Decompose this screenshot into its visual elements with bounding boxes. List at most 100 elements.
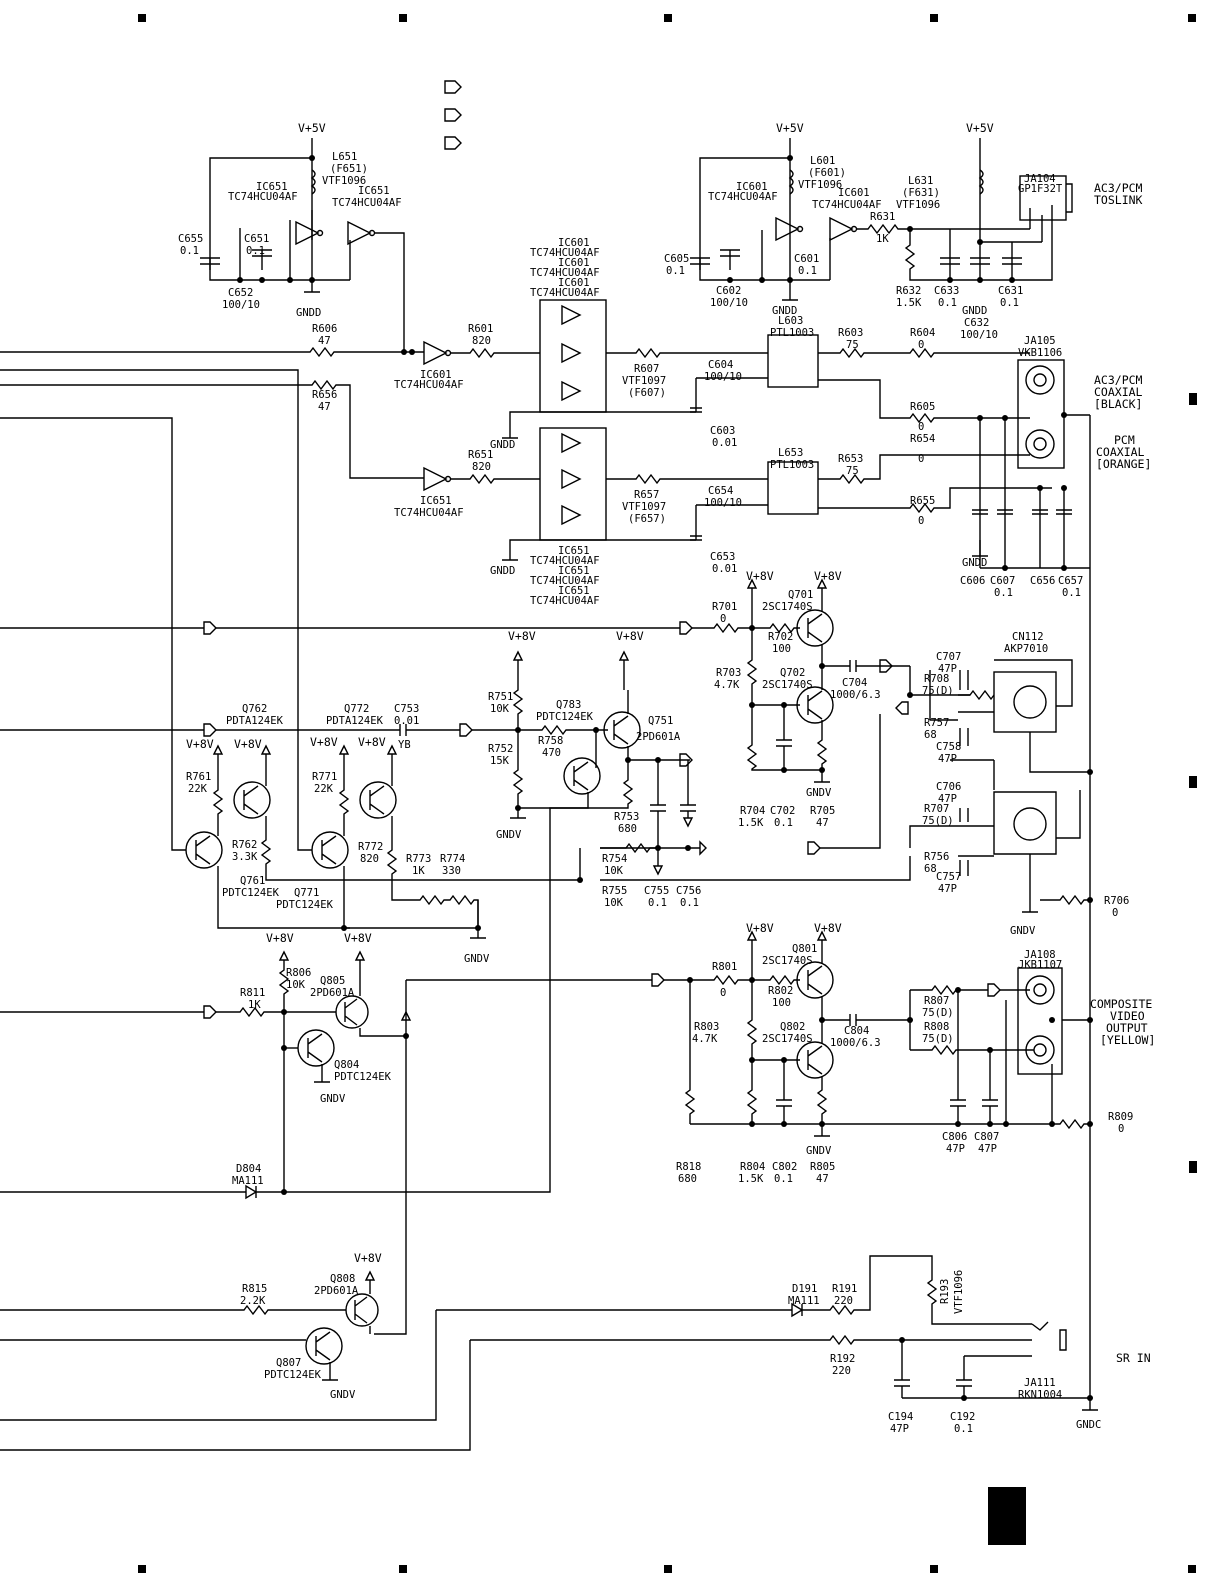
- svg-text:47P: 47P: [890, 1423, 909, 1435]
- svg-text:75(D): 75(D): [922, 1007, 954, 1019]
- svg-text:[BLACK]: [BLACK]: [1094, 397, 1142, 411]
- svg-text:R801: R801: [712, 961, 737, 973]
- svg-text:820: 820: [472, 335, 491, 347]
- svg-text:V+5V: V+5V: [966, 121, 994, 135]
- svg-text:2SC1740S: 2SC1740S: [762, 1033, 813, 1045]
- sr-in-wires: [0, 1255, 1098, 1451]
- svg-text:PDTC124EK: PDTC124EK: [536, 711, 594, 723]
- svg-text:C755: C755: [644, 885, 669, 897]
- svg-text:V+8V: V+8V: [508, 629, 536, 643]
- svg-text:R607: R607: [634, 363, 659, 375]
- svg-text:R708: R708: [924, 673, 949, 685]
- svg-text:0.1: 0.1: [180, 245, 199, 257]
- svg-text:VIDEO: VIDEO: [1110, 1009, 1145, 1023]
- svg-text:R191: R191: [832, 1283, 857, 1295]
- composite-driver-wires: [0, 930, 1090, 1335]
- svg-text:0.01: 0.01: [712, 563, 737, 575]
- svg-text:0: 0: [1112, 907, 1118, 919]
- page-tab-block: [988, 1487, 1026, 1545]
- svg-text:(F651): (F651): [330, 163, 368, 175]
- svg-text:(F631): (F631): [902, 187, 940, 199]
- svg-text:4.7K: 4.7K: [692, 1033, 718, 1045]
- svg-text:R703: R703: [716, 667, 741, 679]
- svg-text:TC74HCU04AF: TC74HCU04AF: [530, 247, 600, 259]
- digital-output-wires: [0, 299, 1090, 840]
- svg-text:C651: C651: [244, 233, 269, 245]
- svg-text:C631: C631: [998, 285, 1023, 297]
- svg-text:R771: R771: [312, 771, 337, 783]
- svg-text:PDTC124EK: PDTC124EK: [264, 1369, 322, 1381]
- svg-text:(F657): (F657): [628, 513, 666, 525]
- svg-text:IC651: IC651: [558, 545, 590, 557]
- svg-text:100: 100: [772, 643, 791, 655]
- svg-text:470: 470: [542, 747, 561, 759]
- svg-text:Q804: Q804: [334, 1059, 359, 1071]
- svg-text:0: 0: [1118, 1123, 1124, 1135]
- svg-text:0.1: 0.1: [246, 245, 265, 257]
- svg-text:0.1: 0.1: [774, 817, 793, 829]
- svg-text:75: 75: [846, 465, 859, 477]
- svg-text:GNDV: GNDV: [464, 953, 490, 965]
- svg-text:220: 220: [834, 1295, 853, 1307]
- svg-text:0: 0: [918, 339, 924, 351]
- svg-text:47P: 47P: [938, 753, 957, 765]
- svg-text:PDTC124EK: PDTC124EK: [222, 887, 280, 899]
- svg-text:IC601: IC601: [558, 237, 590, 249]
- svg-text:C753: C753: [394, 703, 419, 715]
- svg-text:C652: C652: [228, 287, 253, 299]
- svg-text:R815: R815: [242, 1283, 267, 1295]
- svg-text:R762: R762: [232, 839, 257, 851]
- svg-text:JA104: JA104: [1024, 173, 1056, 185]
- svg-text:1000/6.3: 1000/6.3: [830, 689, 881, 701]
- svg-text:IC601: IC601: [838, 187, 870, 199]
- svg-text:D191: D191: [792, 1283, 817, 1295]
- svg-text:[ORANGE]: [ORANGE]: [1096, 457, 1151, 471]
- svg-text:V+8V: V+8V: [186, 737, 214, 751]
- svg-text:C802: C802: [772, 1161, 797, 1173]
- svg-text:PCM: PCM: [1114, 433, 1135, 447]
- svg-text:68: 68: [924, 863, 937, 875]
- svg-text:220: 220: [832, 1365, 851, 1377]
- svg-text:47: 47: [318, 335, 331, 347]
- svg-text:Q808: Q808: [330, 1273, 355, 1285]
- svg-text:IC651: IC651: [256, 181, 288, 193]
- svg-text:Q772: Q772: [344, 703, 369, 715]
- svg-text:TOSLINK: TOSLINK: [1094, 193, 1143, 207]
- svg-text:R606: R606: [312, 323, 337, 335]
- svg-text:R601: R601: [468, 323, 493, 335]
- svg-text:C607: C607: [990, 575, 1015, 587]
- svg-text:D804: D804: [236, 1163, 261, 1175]
- svg-text:R755: R755: [602, 885, 627, 897]
- svg-text:V+5V: V+5V: [776, 121, 804, 135]
- svg-text:COMPOSITE: COMPOSITE: [1090, 997, 1152, 1011]
- svg-text:R702: R702: [768, 631, 793, 643]
- svg-text:VTF1097: VTF1097: [622, 375, 666, 387]
- svg-text:GNDV: GNDV: [806, 1145, 832, 1157]
- svg-text:SR IN: SR IN: [1116, 1351, 1151, 1365]
- svg-text:R651: R651: [468, 449, 493, 461]
- svg-text:C806: C806: [942, 1131, 967, 1143]
- svg-text:0.1: 0.1: [774, 1173, 793, 1185]
- ic601-supply-wires: [690, 138, 1073, 301]
- svg-text:IC651: IC651: [358, 185, 390, 197]
- svg-text:GNDD: GNDD: [962, 557, 987, 569]
- svg-text:100/10: 100/10: [704, 371, 742, 383]
- svg-text:(F607): (F607): [628, 387, 666, 399]
- svg-text:YB: YB: [398, 739, 411, 751]
- svg-text:R805: R805: [810, 1161, 835, 1173]
- svg-text:(F601): (F601): [808, 167, 846, 179]
- svg-text:TC74HCU04AF: TC74HCU04AF: [228, 191, 298, 203]
- svg-text:0.1: 0.1: [1062, 587, 1081, 599]
- svg-text:330: 330: [442, 865, 461, 877]
- svg-text:Q702: Q702: [780, 667, 805, 679]
- svg-text:10K: 10K: [604, 865, 624, 877]
- svg-text:R757: R757: [924, 717, 949, 729]
- svg-text:V+8V: V+8V: [616, 629, 644, 643]
- svg-text:C655: C655: [178, 233, 203, 245]
- svg-text:R802: R802: [768, 985, 793, 997]
- svg-text:TC74HCU04AF: TC74HCU04AF: [812, 199, 882, 211]
- svg-text:C653: C653: [710, 551, 735, 563]
- svg-text:10K: 10K: [490, 703, 510, 715]
- svg-text:R773: R773: [406, 853, 431, 865]
- svg-text:0.1: 0.1: [938, 297, 957, 309]
